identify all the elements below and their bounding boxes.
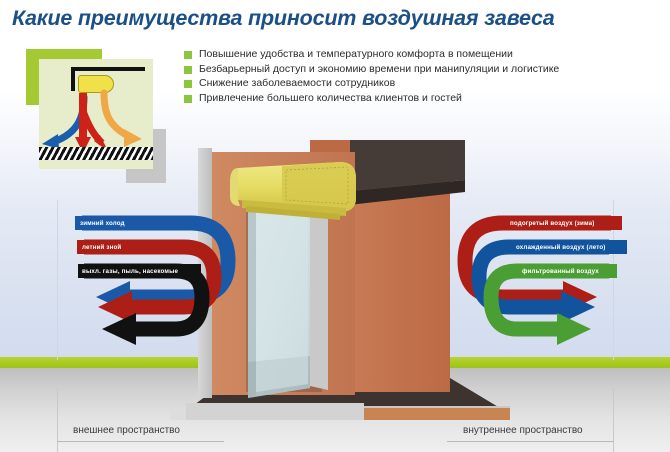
flow-label-cooled-air: охлажденный воздух (лето) — [516, 244, 606, 251]
benefit-text: Повышение удобства и температурного комф… — [199, 48, 513, 60]
divider-line-right-upper — [613, 200, 614, 360]
thumbnail-wall — [71, 67, 75, 91]
building-illustration — [150, 140, 520, 420]
benefit-text: Привлечение большего количества клиентов… — [199, 91, 462, 104]
inside-airflow-arrows: подогретый воздух (зима) охлажденный воз… — [448, 205, 633, 370]
arrow-head-filtered — [557, 313, 591, 345]
flow-label-exhaust-dust: выхл. газы, пыль, насекомые — [82, 268, 179, 275]
thumbnail-airflow-arrows — [42, 89, 142, 153]
wall-edge-left — [198, 148, 212, 398]
flow-label-filtered-air: фильтрованный воздух — [522, 268, 599, 275]
thumbnail-air-curtain-unit — [78, 75, 114, 93]
arrow-head-heat — [98, 291, 132, 323]
page-title: Какие преимущества приносит воздушная за… — [12, 6, 555, 30]
air-curtain-thumbnail-diagram — [26, 49, 166, 183]
flow-label-heated-air: подогретый воздух (зима) — [510, 220, 595, 227]
thumbnail-floor-hatch — [39, 147, 153, 160]
bullet-square-icon — [184, 51, 192, 59]
thumbnail-ceiling — [71, 67, 145, 71]
divider-line-left — [57, 388, 58, 452]
wall-right — [355, 148, 450, 392]
list-item: Снижение заболеваемости сотрудников — [184, 77, 644, 90]
air-curtain-unit — [230, 162, 356, 220]
thumbnail-green-accent-top — [26, 49, 102, 62]
arrow-head-cooled — [561, 291, 595, 323]
caption-outside-space: внешнее пространство — [73, 425, 180, 436]
bullet-square-icon — [184, 65, 192, 74]
outside-airflow-arrows: зимний холод летний зной выхл. газы, пыл… — [60, 205, 245, 370]
list-item: Привлечение большего количества клиентов… — [184, 92, 644, 105]
list-item: Повышение удобства и температурного комф… — [184, 48, 644, 61]
bullet-square-icon — [184, 94, 192, 103]
list-item: Безбарьерный доступ и экономию времени п… — [184, 63, 644, 76]
benefit-text: Снижение заболеваемости сотрудников — [199, 77, 396, 89]
caption-underline-left — [57, 441, 224, 442]
divider-line-left-upper — [57, 200, 58, 360]
divider-line-right — [613, 388, 614, 452]
flow-label-winter-cold: зимний холод — [80, 220, 125, 227]
arrow-head-dust — [102, 313, 136, 345]
benefit-text: Безбарьерный доступ и экономию времени п… — [199, 62, 560, 75]
bullet-square-icon — [184, 80, 192, 88]
caption-underline-right — [447, 441, 614, 442]
flow-label-summer-heat: летний зной — [82, 244, 122, 251]
benefits-list: Повышение удобства и температурного комф… — [184, 48, 644, 106]
caption-inside-space: внутреннее пространство — [463, 425, 583, 436]
